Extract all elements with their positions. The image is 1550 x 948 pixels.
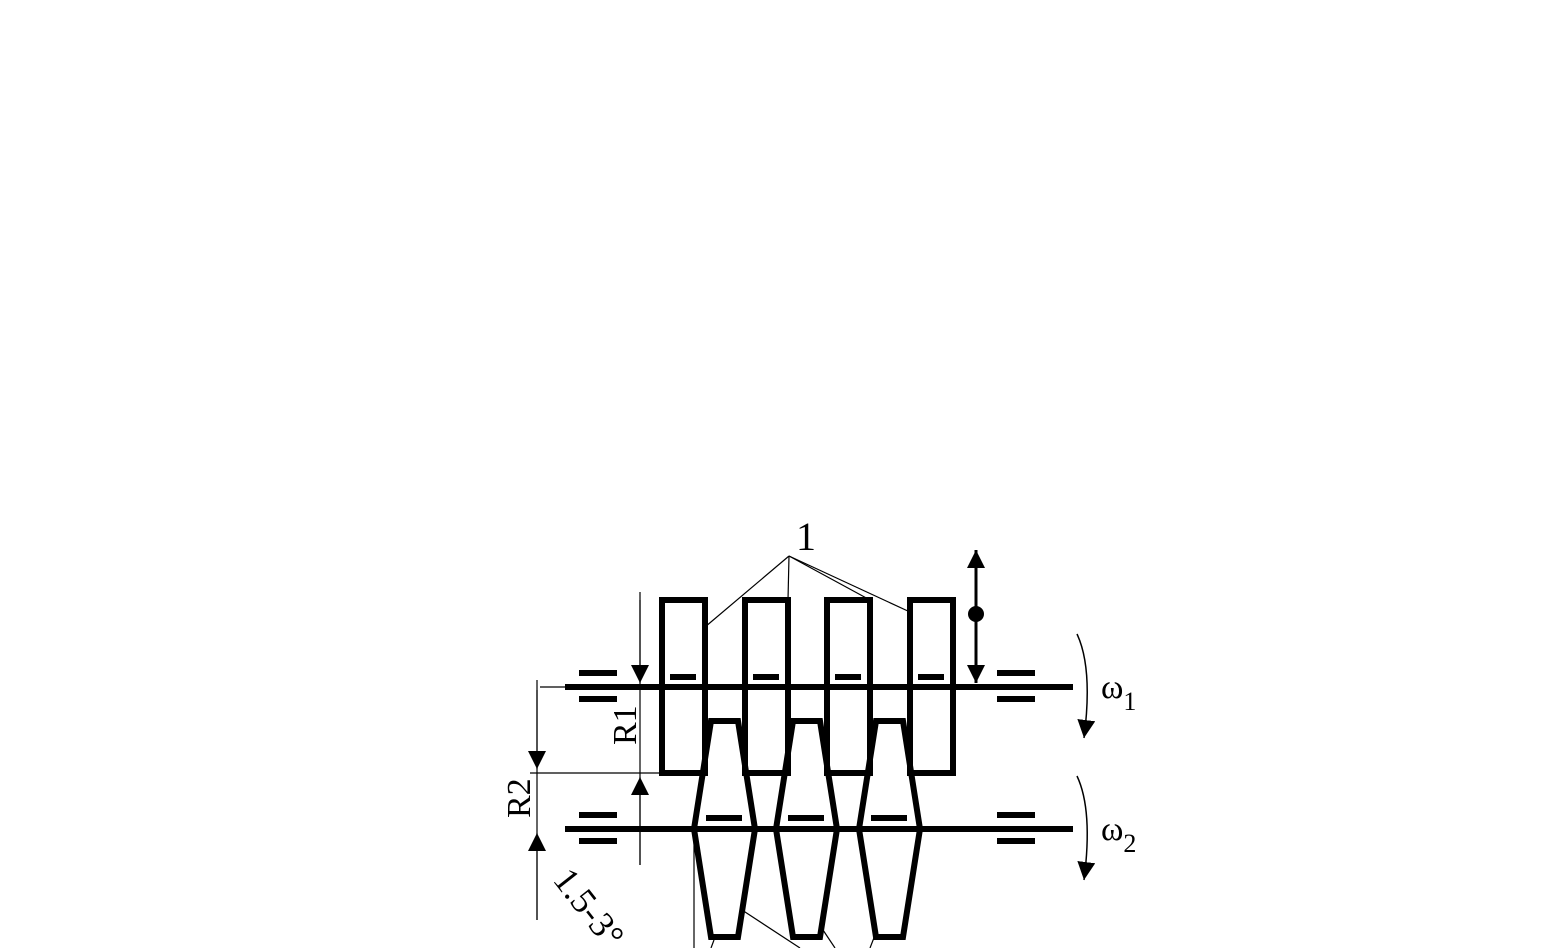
upper-roll [824, 597, 873, 776]
angle-label: 1.5-3° [546, 860, 633, 948]
r2-label: R2 [501, 778, 538, 818]
lower-shaft [565, 812, 1073, 844]
rotation-arrow-omega-2 [1076, 775, 1096, 881]
upper-roll [742, 597, 791, 776]
r1-label: R1 [607, 705, 644, 745]
lower-roll [855, 718, 924, 940]
lower-roll [772, 718, 841, 940]
part-1-leaders [704, 555, 911, 628]
upper-roll [907, 597, 956, 776]
omega-2-label: ω2 [1101, 811, 1136, 858]
upper-roll [659, 597, 708, 776]
r1-dimension [530, 592, 662, 865]
upper-rolls [659, 597, 956, 776]
rotation-arrow-omega-1 [1076, 633, 1096, 739]
omega-1-label: ω1 [1101, 669, 1136, 716]
angle-leaders [693, 829, 878, 948]
upper-shaft [565, 670, 1073, 702]
r2-dimension [528, 680, 565, 920]
vertical-adjustment-arrow [967, 550, 985, 683]
part-number-label: 1 [796, 514, 816, 559]
